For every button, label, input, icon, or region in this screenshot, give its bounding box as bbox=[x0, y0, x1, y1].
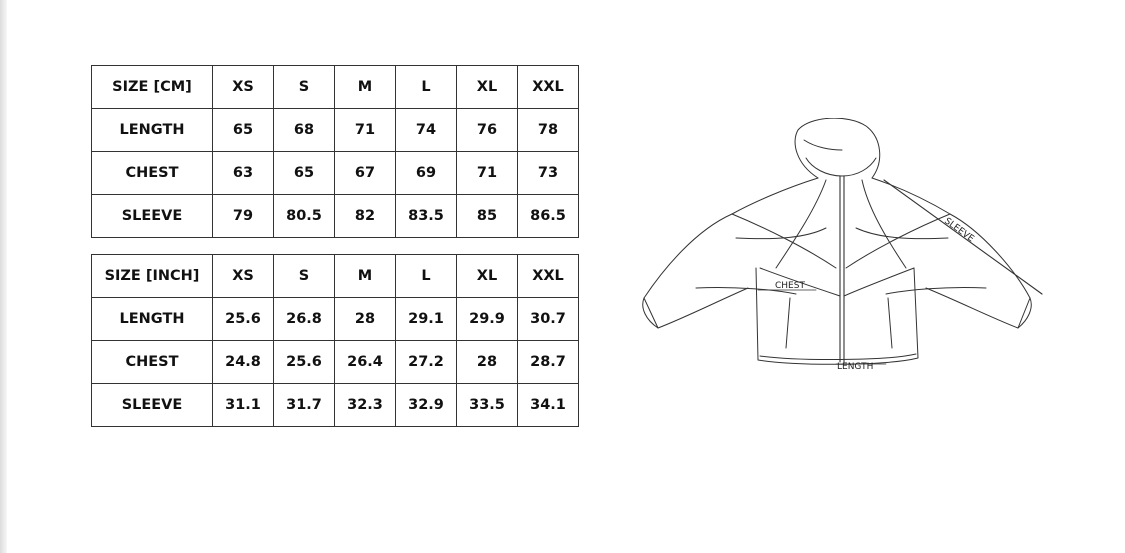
table-cell: 31.7 bbox=[273, 383, 335, 427]
table-cell: 71 bbox=[456, 151, 518, 195]
table-header-cell: S bbox=[273, 65, 335, 109]
jacket-outline bbox=[642, 118, 1032, 365]
row-label-cell: CHEST bbox=[91, 340, 213, 384]
table-cell: 80.5 bbox=[273, 194, 335, 238]
length-label: LENGTH bbox=[837, 362, 873, 372]
table-cell: 33.5 bbox=[456, 383, 518, 427]
table-header-cell: XS bbox=[212, 254, 274, 298]
table-cell: 85 bbox=[456, 194, 518, 238]
table-cell: 28 bbox=[334, 297, 396, 341]
table-cell: 31.1 bbox=[212, 383, 274, 427]
table-header-cell: M bbox=[334, 254, 396, 298]
table-header-cell: XL bbox=[456, 254, 518, 298]
table-cell: 86.5 bbox=[517, 194, 579, 238]
jacket-measurement-diagram: CHEST LENGTH SLEEVE bbox=[642, 118, 1043, 372]
table-cell: 83.5 bbox=[395, 194, 457, 238]
table-cell: 67 bbox=[334, 151, 396, 195]
measurement-lines bbox=[757, 179, 1043, 365]
table-cell: 65 bbox=[273, 151, 335, 195]
table-header-cell: XXL bbox=[517, 65, 579, 109]
table-cell: 74 bbox=[395, 108, 457, 152]
table-header-cell: M bbox=[334, 65, 396, 109]
table-header-cell: S bbox=[273, 254, 335, 298]
page-edge-shadow bbox=[0, 0, 7, 553]
table-cell: 34.1 bbox=[517, 383, 579, 427]
table-cell: 76 bbox=[456, 108, 518, 152]
table-header-cell: L bbox=[395, 254, 457, 298]
row-label-cell: CHEST bbox=[91, 151, 213, 195]
table-cell: 24.8 bbox=[212, 340, 274, 384]
table-cell: 78 bbox=[517, 108, 579, 152]
table-header-cell: L bbox=[395, 65, 457, 109]
table-cell: 63 bbox=[212, 151, 274, 195]
table-cell: 65 bbox=[212, 108, 274, 152]
row-label-cell: LENGTH bbox=[91, 108, 213, 152]
table-cell: 30.7 bbox=[517, 297, 579, 341]
table-header-cell: XXL bbox=[517, 254, 579, 298]
table-cell: 26.8 bbox=[273, 297, 335, 341]
table-cell: 73 bbox=[517, 151, 579, 195]
table-cell: 25.6 bbox=[212, 297, 274, 341]
table-cell: 26.4 bbox=[334, 340, 396, 384]
sleeve-label: SLEEVE bbox=[942, 216, 976, 244]
table-cell: 29.1 bbox=[395, 297, 457, 341]
table-header-cell: XL bbox=[456, 65, 518, 109]
table-cell: 79 bbox=[212, 194, 274, 238]
row-label-cell: LENGTH bbox=[91, 297, 213, 341]
table-cell: 82 bbox=[334, 194, 396, 238]
table-cell: 29.9 bbox=[456, 297, 518, 341]
table-cell: 71 bbox=[334, 108, 396, 152]
table-header-cell: SIZE [CM] bbox=[91, 65, 213, 109]
table-header-cell: SIZE [INCH] bbox=[91, 254, 213, 298]
table-cell: 27.2 bbox=[395, 340, 457, 384]
table-cell: 28 bbox=[456, 340, 518, 384]
table-header-cell: XS bbox=[212, 65, 274, 109]
table-cell: 68 bbox=[273, 108, 335, 152]
table-cell: 69 bbox=[395, 151, 457, 195]
table-cell: 28.7 bbox=[517, 340, 579, 384]
row-label-cell: SLEEVE bbox=[91, 194, 213, 238]
table-cell: 25.6 bbox=[273, 340, 335, 384]
chest-label: CHEST bbox=[775, 281, 805, 291]
table-cell: 32.3 bbox=[334, 383, 396, 427]
row-label-cell: SLEEVE bbox=[91, 383, 213, 427]
table-cell: 32.9 bbox=[395, 383, 457, 427]
